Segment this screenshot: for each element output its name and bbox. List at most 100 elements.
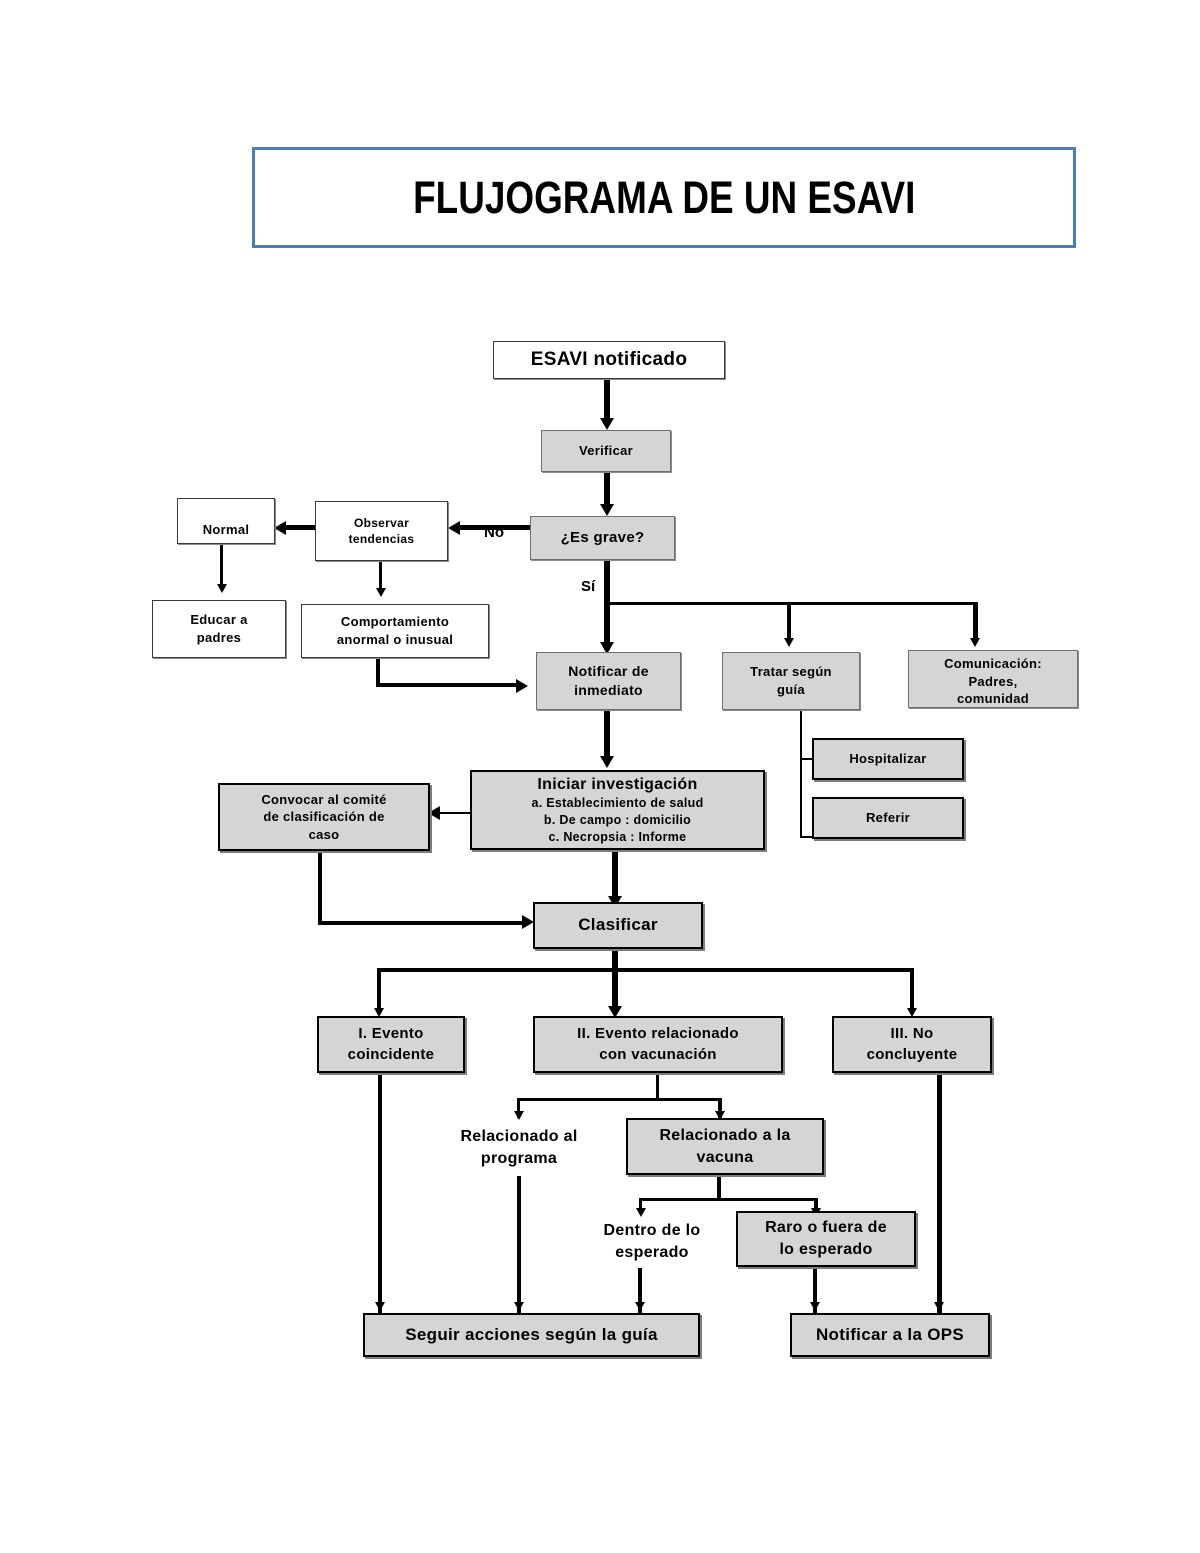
- node-esavi-notificado: ESAVI notificado: [493, 341, 725, 379]
- connector-observar-to-comportamiento: [379, 561, 382, 591]
- node-verificar: Verificar: [541, 430, 671, 472]
- connector-vacuna-to-raro: [814, 1198, 818, 1214]
- connector-esgrave-down: [604, 560, 610, 650]
- edge-label-si: Sí: [581, 578, 596, 595]
- node-label: Relacionado al programa: [460, 1128, 578, 1167]
- node-referir: Referir: [812, 797, 964, 839]
- arrowhead-raro-to-ops: [810, 1302, 820, 1311]
- node-evento-relacionado-vacunacion: II. Evento relacionado con vacunación: [533, 1016, 783, 1073]
- node-label: Hospitalizar: [849, 751, 927, 767]
- arrowhead-convocar-to-clasificar: [522, 915, 534, 929]
- node-label: Raro o fuera de lo esperado: [765, 1219, 887, 1258]
- node-es-grave: ¿Es grave?: [530, 516, 675, 560]
- connector-noconcluyente-to-ops: [937, 1073, 942, 1313]
- node-iniciar-investigacion: Iniciar investigación a. Establecimiento…: [470, 770, 765, 850]
- node-notificar-inmediato: Notificar de inmediato: [536, 652, 681, 710]
- node-label: Dentro de lo esperado: [603, 1222, 701, 1261]
- arrowhead-relacionado-to-vacuna: [715, 1111, 725, 1120]
- connector-vacuna-down: [717, 1175, 721, 1200]
- node-normal: Normal: [177, 498, 275, 544]
- node-tratar-segun-guia: Tratar según guía: [722, 652, 860, 710]
- node-label: Tratar según guía: [750, 664, 832, 697]
- node-label: I. Evento coincidente: [347, 1025, 435, 1063]
- node-clasificar: Clasificar: [533, 902, 703, 949]
- node-label-item-b: b. De campo : domicilio: [543, 813, 692, 828]
- node-relacionado-vacuna: Relacionado a la vacuna: [626, 1118, 824, 1175]
- connector-si-to-tratar: [787, 602, 791, 642]
- node-convocar-comite: Convocar al comité de clasificación de c…: [218, 783, 430, 851]
- connector-clasificar-distributor: [377, 968, 914, 972]
- arrowhead-vacuna-to-dentro: [636, 1208, 646, 1217]
- connector-relacionado-to-programa: [517, 1098, 520, 1118]
- node-label: Clasificar: [578, 915, 658, 935]
- node-label: Seguir acciones según la guía: [405, 1324, 658, 1344]
- connector-vacuna-distributor: [639, 1198, 817, 1201]
- connector-no-to-observar: [455, 525, 485, 530]
- node-label: Notificar a la OPS: [815, 1324, 965, 1344]
- page-title: FLUJOGRAMA DE UN ESAVI: [412, 171, 916, 223]
- arrowhead-programa-to-seguir: [514, 1302, 524, 1311]
- edge-label-no: No: [484, 524, 504, 541]
- node-label: II. Evento relacionado con vacunación: [577, 1025, 739, 1063]
- arrowhead-observar-to-normal: [274, 521, 286, 535]
- arrowhead-si-to-comunicacion: [970, 638, 980, 647]
- arrowhead-no-to-observar: [448, 521, 460, 535]
- connector-dentro-to-seguir: [638, 1268, 642, 1313]
- node-educar-padres: Educar a padres: [152, 600, 286, 658]
- connector-si-to-comunicacion: [973, 602, 978, 642]
- arrowhead-relacionado-to-programa: [514, 1111, 524, 1120]
- node-label-item-c: c. Necropsia : Informe: [548, 830, 687, 845]
- connector-observar-to-normal: [283, 525, 316, 530]
- arrowhead-comportamiento-to-notificar: [516, 679, 528, 693]
- node-label: Normal: [202, 522, 250, 538]
- connector-programa-to-seguir: [517, 1176, 521, 1313]
- connector-comportamiento-down: [376, 658, 380, 686]
- arrowhead-dentro-to-seguir: [635, 1302, 645, 1311]
- connector-convocar-down: [318, 851, 322, 925]
- connector-iniciar-to-convocar: [440, 812, 472, 814]
- node-label: Referir: [865, 810, 910, 826]
- node-label-title: Iniciar investigación: [537, 775, 698, 793]
- arrowhead-observar-to-comportamiento: [376, 588, 386, 597]
- node-label: Comportamiento anormal o inusual: [336, 614, 454, 647]
- arrowhead-clasificar-to-relacionado: [608, 1006, 622, 1018]
- connector-convocar-right: [318, 921, 524, 925]
- connector-clasificar-to-relacionado: [612, 968, 618, 1013]
- node-label: ESAVI notificado: [530, 349, 688, 371]
- node-comunicacion: Comunicación: Padres, comunidad: [908, 650, 1078, 708]
- connector-tratar-down: [800, 710, 802, 838]
- node-hospitalizar: Hospitalizar: [812, 738, 964, 780]
- node-no-concluyente: III. No concluyente: [832, 1016, 992, 1073]
- arrowhead-clasificar-to-coincidente: [374, 1008, 384, 1017]
- node-dentro-esperado: Dentro de lo esperado: [578, 1216, 726, 1268]
- connector-tratar-to-hospitalizar: [800, 758, 812, 760]
- connector-notificar-to-iniciar: [604, 710, 610, 762]
- connector-clasificar-down: [612, 949, 618, 971]
- connector-relacionado-distributor: [517, 1098, 720, 1101]
- connector-raro-to-ops: [813, 1267, 817, 1313]
- arrowhead-si-to-notificar: [600, 642, 614, 654]
- connector-iniciar-to-clasificar: [612, 850, 618, 902]
- node-label: Comunicación: Padres, comunidad: [944, 656, 1042, 707]
- node-label: Relacionado a la vacuna: [659, 1126, 791, 1166]
- connector-no-branch: [460, 525, 530, 530]
- connector-clasificar-to-noconcluyente: [910, 968, 914, 1013]
- node-label: III. No concluyente: [866, 1025, 958, 1063]
- node-seguir-acciones: Seguir acciones según la guía: [363, 1313, 700, 1357]
- node-label: Verificar: [578, 443, 633, 459]
- node-label: Educar a padres: [190, 612, 248, 645]
- arrowhead-coincidente-to-seguir: [375, 1302, 385, 1311]
- arrowhead-iniciar-to-convocar: [428, 806, 440, 820]
- connector-relacionado-down: [656, 1073, 659, 1101]
- arrowhead-verificar-to-esgrave: [600, 504, 614, 516]
- node-evento-coincidente: I. Evento coincidente: [317, 1016, 465, 1073]
- node-label: Convocar al comité de clasificación de c…: [261, 791, 387, 842]
- arrowhead-notificar-to-iniciar: [600, 756, 614, 768]
- connector-esavi-to-verificar: [604, 379, 610, 420]
- node-notificar-ops: Notificar a la OPS: [790, 1313, 990, 1357]
- connector-coincidente-to-seguir: [378, 1073, 382, 1313]
- node-label-item-a: a. Establecimiento de salud: [531, 796, 704, 811]
- page-title-box: FLUJOGRAMA DE UN ESAVI: [252, 147, 1076, 248]
- node-raro-fuera-esperado: Raro o fuera de lo esperado: [736, 1211, 916, 1267]
